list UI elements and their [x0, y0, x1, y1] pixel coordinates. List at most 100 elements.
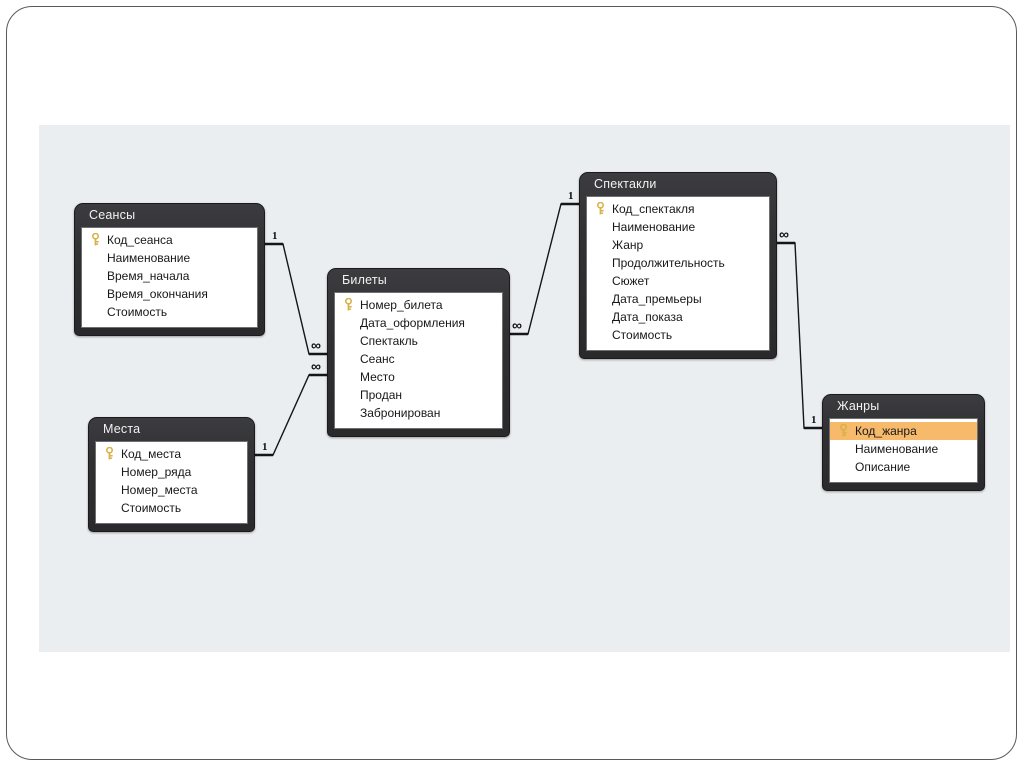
primary-key-icon [90, 233, 103, 247]
field-row[interactable]: Описание [830, 458, 977, 476]
field-icon-spacer [595, 310, 608, 324]
field-name: Продан [360, 388, 403, 402]
cardinality-label: ∞ [779, 226, 789, 242]
table-title-spektakli: Спектакли [594, 177, 657, 191]
field-name: Описание [855, 460, 911, 474]
field-icon-spacer [595, 328, 608, 342]
field-name: Код_места [121, 447, 182, 461]
field-row[interactable]: Код_сеанса [82, 231, 257, 249]
field-icon-spacer [104, 501, 117, 515]
primary-key-icon [838, 424, 851, 438]
field-icon-spacer [90, 269, 103, 283]
table-title-seansy: Сеансы [89, 208, 136, 222]
table-title-mesta: Места [103, 422, 141, 436]
field-name: Наименование [855, 442, 939, 456]
field-icon-spacer [343, 370, 356, 384]
field-icon-spacer [595, 292, 608, 306]
field-icon-spacer [343, 406, 356, 420]
field-row[interactable]: Код_жанра [830, 422, 977, 440]
field-icon-spacer [343, 316, 356, 330]
field-icon-spacer [595, 220, 608, 234]
field-row[interactable]: Место [335, 368, 502, 386]
field-name: Код_спектакля [612, 202, 695, 216]
field-name: Номер_билета [360, 298, 443, 312]
field-row[interactable]: Продан [335, 386, 502, 404]
field-name: Время_окончания [107, 287, 208, 301]
field-row[interactable]: Код_места [96, 445, 247, 463]
field-name: Дата_премьеры [612, 292, 702, 306]
cardinality-label: ∞ [512, 317, 522, 333]
field-icon-spacer [90, 287, 103, 301]
field-name: Стоимость [612, 328, 673, 342]
cardinality-label: ∞ [311, 337, 321, 353]
field-name: Стоимость [121, 501, 182, 515]
field-row[interactable]: Сеанс [335, 350, 502, 368]
field-name: Код_сеанса [107, 233, 173, 247]
field-icon-spacer [343, 334, 356, 348]
field-row[interactable]: Время_начала [82, 267, 257, 285]
field-row[interactable]: Стоимость [96, 499, 247, 517]
field-name: Номер_места [121, 483, 198, 497]
field-row[interactable]: Жанр [587, 236, 769, 254]
field-row[interactable]: Наименование [830, 440, 977, 458]
field-name: Продолжительность [612, 256, 725, 270]
field-name: Время_начала [107, 269, 190, 283]
relationship-line-bilety-spektakli[interactable] [510, 203, 579, 335]
field-icon-spacer [838, 460, 851, 474]
field-name: Наименование [107, 251, 191, 265]
field-icon-spacer [104, 465, 117, 479]
cardinality-label: ∞ [311, 358, 321, 374]
field-name: Номер_ряда [121, 465, 192, 479]
table-title-bilety: Билеты [342, 273, 387, 287]
field-row[interactable]: Наименование [587, 218, 769, 236]
cardinality-label: 1 [262, 441, 268, 453]
field-name: Забронирован [360, 406, 441, 420]
cardinality-label: 1 [811, 414, 817, 426]
field-row[interactable]: Стоимость [587, 326, 769, 344]
field-row[interactable]: Наименование [82, 249, 257, 267]
field-row[interactable]: Продолжительность [587, 254, 769, 272]
field-row[interactable]: Дата_показа [587, 308, 769, 326]
field-row[interactable]: Дата_премьеры [587, 290, 769, 308]
field-name: Дата_оформления [360, 316, 465, 330]
field-row[interactable]: Время_окончания [82, 285, 257, 303]
field-icon-spacer [343, 388, 356, 402]
field-name: Спектакль [360, 334, 418, 348]
field-row[interactable]: Номер_места [96, 481, 247, 499]
field-name: Место [360, 370, 395, 384]
field-icon-spacer [90, 305, 103, 319]
field-icon-spacer [595, 256, 608, 270]
field-icon-spacer [343, 352, 356, 366]
field-row[interactable]: Сюжет [587, 272, 769, 290]
relationship-line-spektakli-zhanry[interactable] [777, 242, 822, 429]
field-name: Стоимость [107, 305, 168, 319]
primary-key-icon [343, 298, 356, 312]
cardinality-label: 1 [568, 190, 574, 202]
field-row[interactable]: Дата_оформления [335, 314, 502, 332]
field-name: Код_жанра [855, 424, 917, 438]
field-row[interactable]: Номер_билета [335, 296, 502, 314]
field-row[interactable]: Стоимость [82, 303, 257, 321]
field-row[interactable]: Код_спектакля [587, 200, 769, 218]
field-row[interactable]: Номер_ряда [96, 463, 247, 481]
field-row[interactable]: Забронирован [335, 404, 502, 422]
field-icon-spacer [838, 442, 851, 456]
cardinality-label: 1 [272, 230, 278, 242]
relationship-connectors [255, 202, 822, 457]
table-title-zhanry: Жанры [837, 399, 880, 413]
field-name: Наименование [612, 220, 696, 234]
field-icon-spacer [90, 251, 103, 265]
field-row[interactable]: Спектакль [335, 332, 502, 350]
field-icon-spacer [595, 274, 608, 288]
